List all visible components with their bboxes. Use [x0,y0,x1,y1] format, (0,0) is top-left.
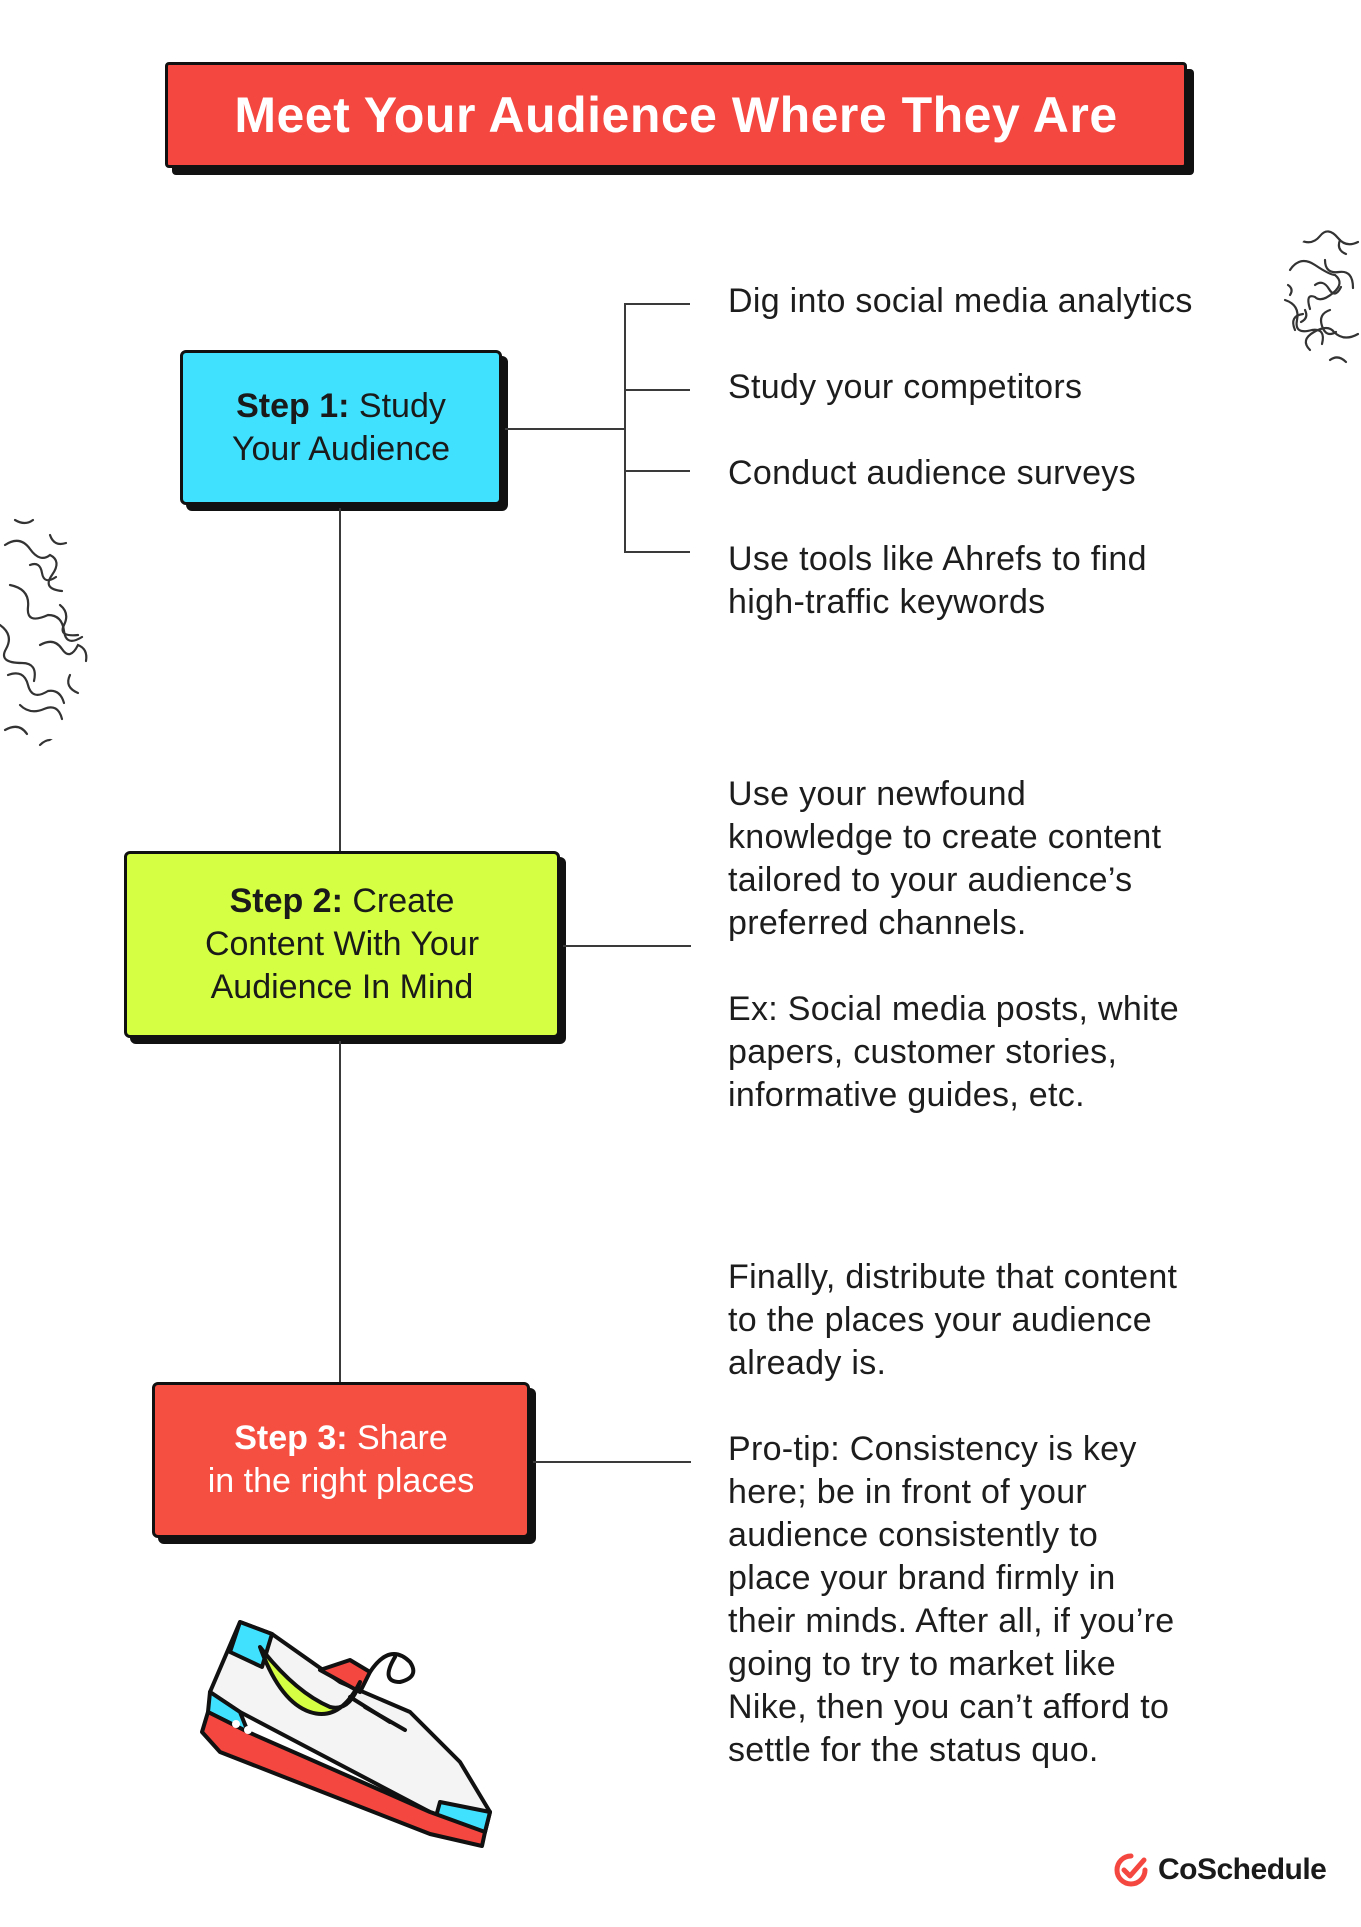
text-line: tailored to your audience’s [728,861,1133,899]
sneaker-illustration [200,1620,492,1848]
step-3-title-line1: Step 3: Share [234,1417,448,1460]
bracket-spine [624,303,626,552]
text-line: Finally, distribute that content [728,1258,1178,1296]
text-line: Pro-tip: Consistency is key [728,1430,1137,1468]
step-3-connector [533,1461,691,1463]
step-1-item: Conduct audience surveys [728,454,1136,492]
bracket-branch [624,470,690,472]
step-3-title-word: Share [357,1419,448,1457]
maze-pattern-decoration [1283,230,1360,364]
page-title: Meet Your Audience Where They Are [234,87,1118,143]
text-line: Ex: Social media posts, white [728,990,1179,1028]
text-line: going to try to market like [728,1645,1116,1683]
text-line: informative guides, etc. [728,1076,1085,1114]
coschedule-check-icon [1114,1853,1148,1887]
step-1-box: Step 1: Study Your Audience [180,350,502,505]
bracket-branch [624,303,690,305]
step-1-title-line2: Your Audience [231,429,451,468]
text-line: settle for the status quo. [728,1731,1099,1769]
step-1-item: high-traffic keywords [728,583,1046,621]
bracket-stem [505,428,625,430]
step-1-title-word: Study [358,386,446,425]
bracket-branch [624,389,690,391]
text-line: place your brand firmly in [728,1559,1116,1597]
text-line: their minds. After all, if you’re [728,1602,1175,1640]
step-3-label: Step 3: [234,1419,348,1457]
step-2-title-word: Create [352,882,455,920]
title-banner: Meet Your Audience Where They Are [165,62,1187,168]
text-line: Use your newfound [728,775,1027,813]
step-2-description: Use your newfound knowledge to create co… [728,773,1179,1117]
step-3-box: Step 3: Share in the right places [152,1382,530,1538]
step-1-item: Study your competitors [728,368,1083,406]
step-1-title-line1: Step 1: Study [236,385,446,428]
step-3-title-line2: in the right places [207,1462,475,1500]
step-2-title-line3: Audience In Mind [210,968,474,1006]
text-line: here; be in front of your [728,1473,1088,1511]
maze-pattern-decoration [0,518,88,747]
connector-line-step1-step2 [339,508,341,851]
step-2-title-line2: Content With Your [204,925,480,963]
step-1-label: Step 1: [236,386,350,425]
logo-text: CoSchedule [1158,1853,1327,1886]
text-line: papers, customer stories, [728,1033,1118,1071]
text-line: to the places your audience [728,1301,1152,1339]
text-line: audience consistently to [728,1516,1099,1554]
step-2-connector [563,945,691,947]
step-3-description: Finally, distribute that content to the … [728,1256,1177,1772]
connector-line-step2-step3 [339,1041,341,1382]
text-line: Nike, then you can’t afford to [728,1688,1170,1726]
text-line: knowledge to create content [728,818,1162,856]
coschedule-logo[interactable]: CoSchedule [1114,1853,1327,1887]
step-1-item: Dig into social media analytics [728,282,1193,320]
step-2-box: Step 2: Create Content With Your Audienc… [124,851,560,1038]
text-line: preferred channels. [728,904,1027,942]
step-1-item: Use tools like Ahrefs to find [728,540,1147,578]
step-2-title-line1: Step 2: Create [230,880,455,923]
text-line: already is. [728,1344,887,1382]
bracket-branch [624,551,690,553]
step-2-label: Step 2: [229,882,343,920]
